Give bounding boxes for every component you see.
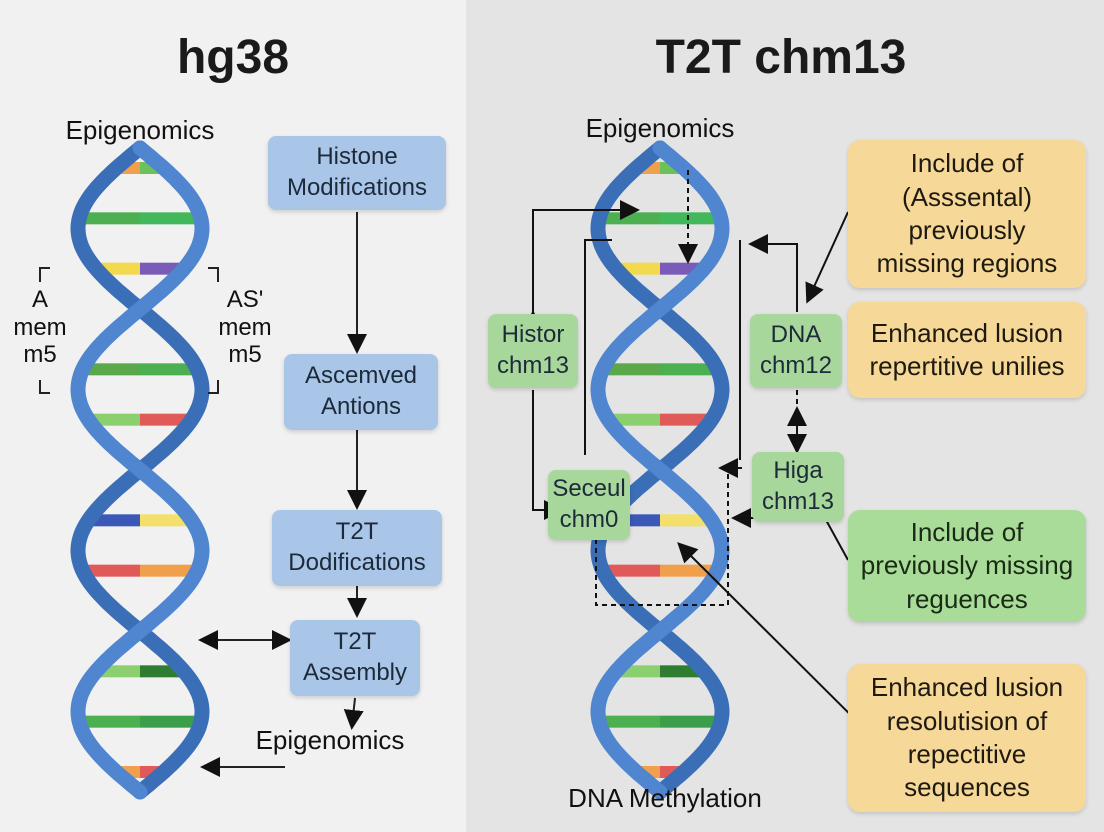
base-pair-rung	[140, 212, 201, 225]
base-pair-rung	[82, 363, 140, 376]
base-pair-rung	[602, 363, 660, 376]
base-pair-rung	[660, 514, 712, 527]
base-pair-rung	[140, 564, 198, 577]
box-histor-chm13: Histor chm13	[488, 314, 578, 388]
box-higa-chm13: Higa chm13	[752, 452, 844, 522]
box-seceul-chm0: Seceul chm0	[548, 470, 630, 540]
hg38-side-label-left: A mem m5	[13, 286, 67, 369]
base-pair-rung	[88, 413, 140, 426]
hg38-flow-arrows	[198, 212, 367, 777]
base-pair-rung	[79, 212, 140, 225]
base-pair-rung	[602, 564, 660, 577]
base-pair-rung	[660, 212, 721, 225]
base-pair-rung	[660, 715, 721, 728]
base-pair-rung	[140, 715, 201, 728]
box-ascemved-antions: Ascemved Antions	[284, 354, 438, 430]
note-enhanced-lusion-repertitive: Enhanced lusion repertitive unilies	[848, 302, 1086, 398]
t2t-dna-methylation: DNA Methylation	[568, 783, 762, 813]
hg38-title: hg38	[176, 31, 290, 84]
dna-backbone-strand	[70, 140, 210, 800]
base-pair-rung	[140, 363, 198, 376]
base-pair-rung	[88, 514, 140, 527]
hg38-side-label-right: AS' mem m5	[218, 286, 272, 369]
box-t2t-dodifications: T2T Dodifications	[272, 510, 442, 586]
note-include-previously-missing: Include of previously missing reguences	[848, 510, 1086, 622]
box-t2t-assembly: T2T Assembly	[290, 620, 420, 696]
t2t-epigenomics-top: Epigenomics	[585, 113, 735, 143]
hg38-epigenomics-bottom: Epigenomics	[255, 725, 405, 755]
base-pair-rung	[140, 413, 192, 426]
left-bracket	[39, 267, 219, 394]
base-pair-rung	[608, 413, 660, 426]
box-dna-chm12: DNA chm12	[750, 314, 842, 388]
dna-backbone-strand	[590, 140, 730, 800]
note-enhanced-lusion-resolutision: Enhanced lusion resolutision of repectit…	[848, 664, 1086, 812]
box-histone-modifications: Histone Modifications	[268, 136, 446, 210]
base-pair-rung	[82, 564, 140, 577]
t2t-title: T2T chm13	[655, 31, 907, 84]
base-pair-rung	[660, 413, 712, 426]
t2t-dashed-lines	[595, 170, 798, 606]
base-pair-rung	[599, 715, 660, 728]
base-pair-rung	[660, 363, 718, 376]
note-include-asssental: Include of (Asssental) previously missin…	[848, 140, 1086, 288]
base-pair-rung	[140, 514, 192, 527]
hg38-epigenomics-top: Epigenomics	[65, 115, 215, 145]
base-pair-rung	[79, 715, 140, 728]
hg38-dna-helix	[70, 140, 210, 800]
